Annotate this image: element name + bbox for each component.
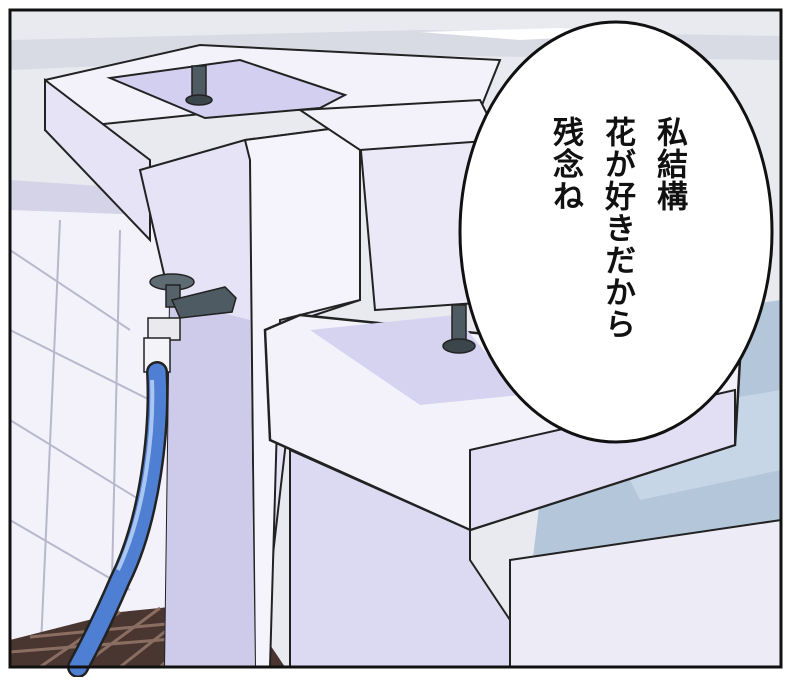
upper-basin-hollow — [106, 58, 348, 120]
faucet-icon — [143, 273, 237, 373]
garden-hose — [69, 363, 166, 676]
panel-border — [8, 8, 783, 669]
upper-basin-side — [44, 77, 151, 243]
drinking-tap-icon-front — [442, 304, 476, 354]
pillar-shadow-side — [165, 300, 255, 667]
bubble-line-1: 私結構 — [651, 116, 687, 212]
front-basin-hollow — [310, 315, 520, 405]
drinking-tap-icon — [185, 65, 213, 106]
bubble-line-2: 花が好きだから — [599, 116, 635, 340]
speech-bubble — [458, 20, 774, 444]
pillar-front-face — [243, 123, 361, 668]
bubble-line-3: 残念ね — [547, 116, 583, 212]
hose-highlight — [116, 379, 155, 571]
ground-edge-shadow — [10, 180, 250, 300]
